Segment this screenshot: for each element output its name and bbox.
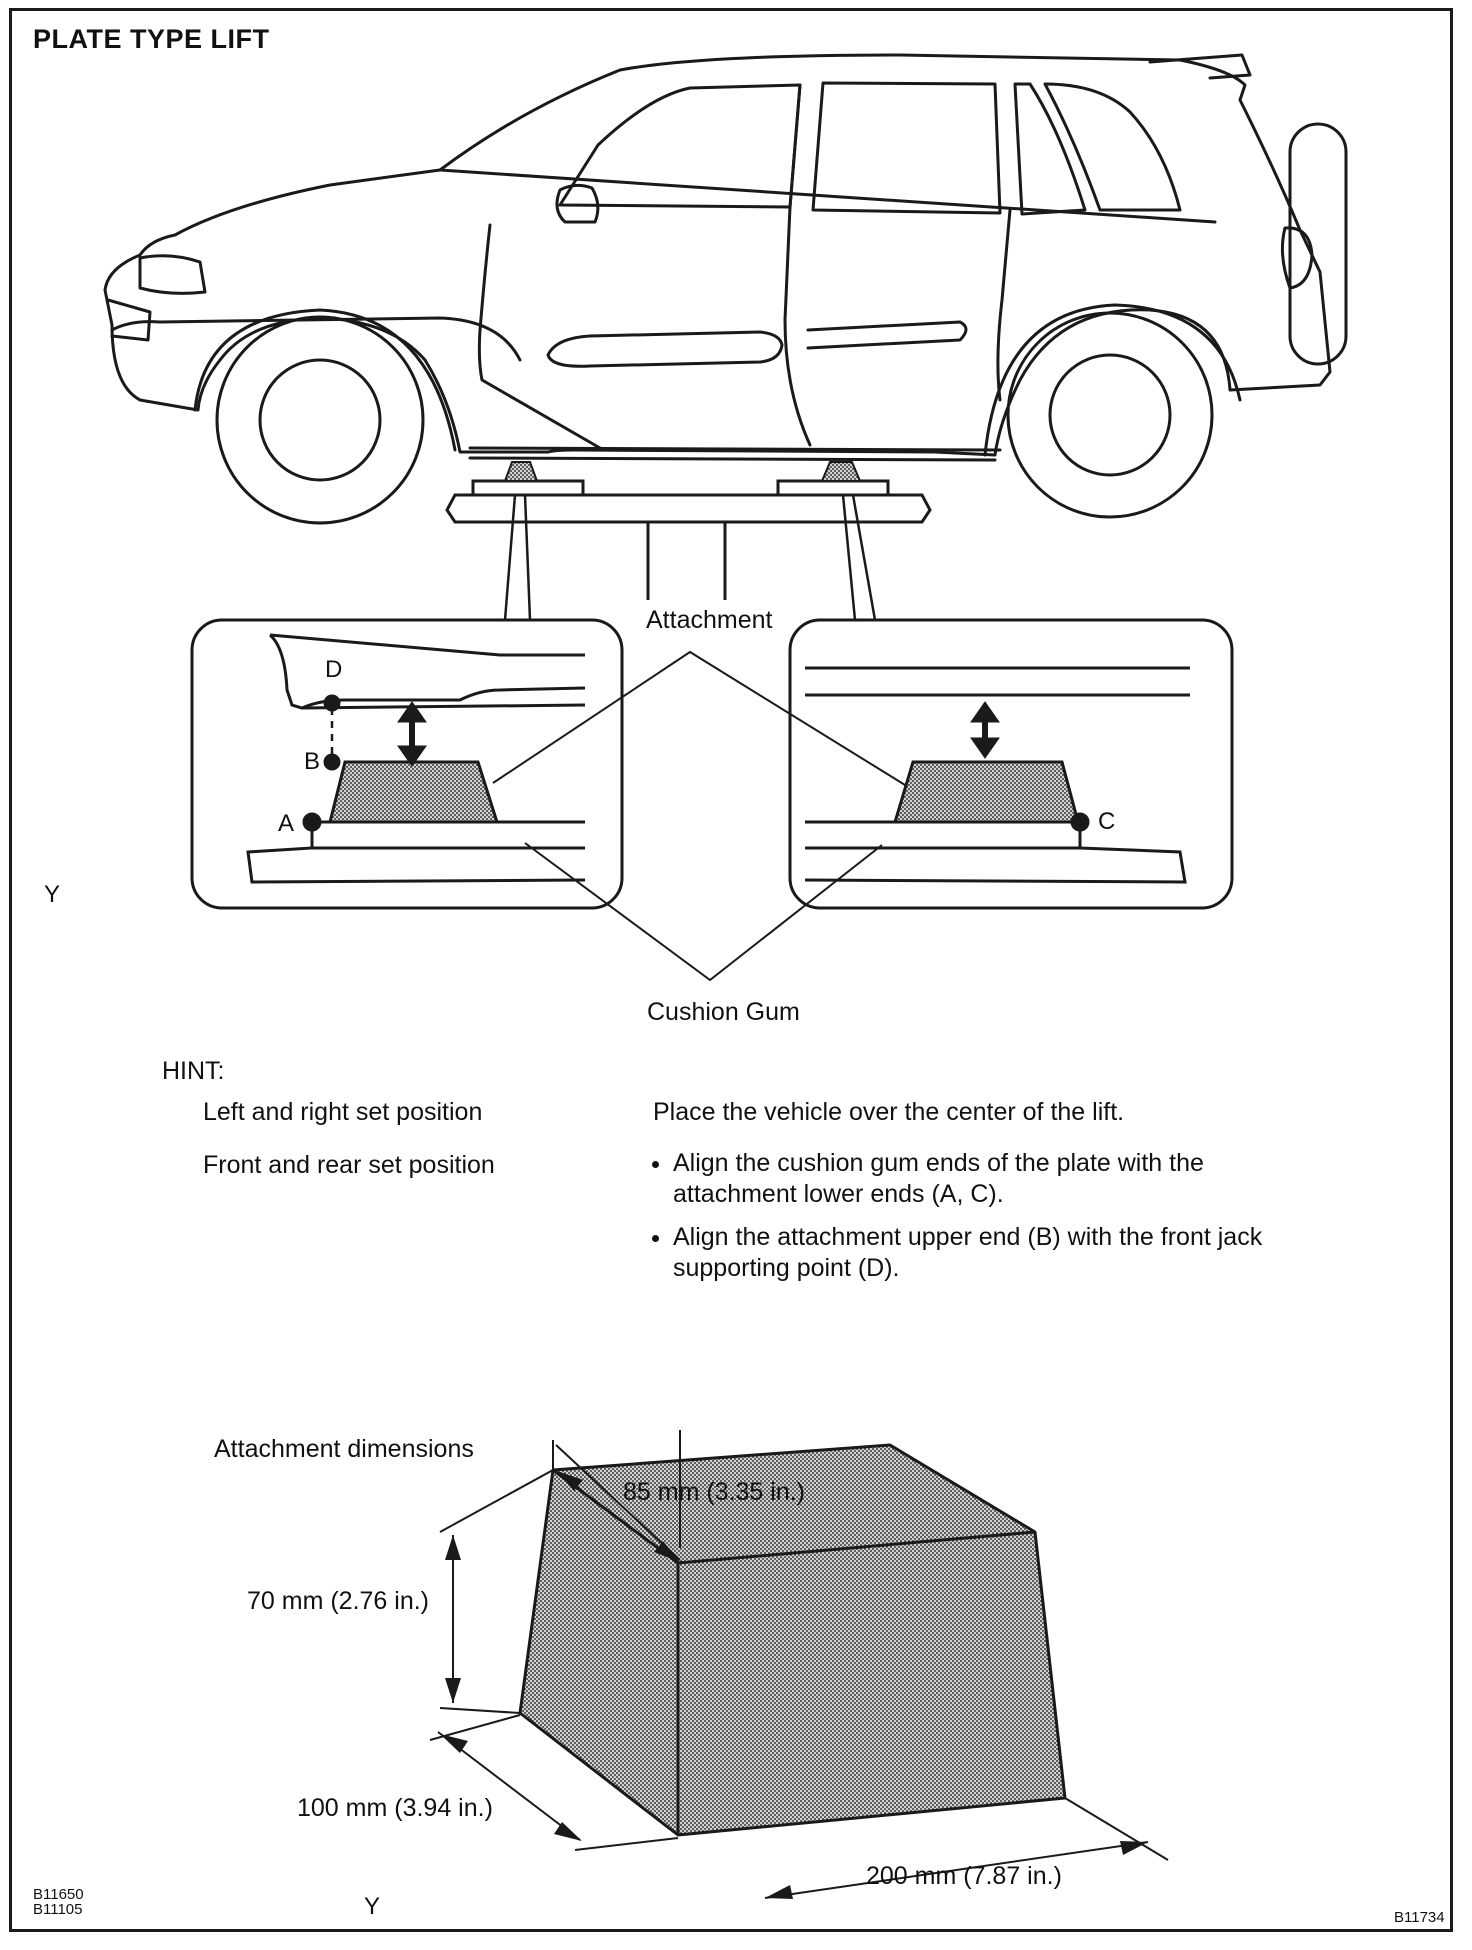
figure-code-2: B11105 (33, 1901, 83, 1918)
point-b-marker (323, 753, 341, 771)
hint-step-item: Align the attachment upper end (B) with … (673, 1222, 1313, 1284)
point-a-marker (302, 812, 322, 832)
point-d-marker (323, 694, 341, 712)
label-leader-lines (492, 650, 906, 982)
y-mark-top: Y (44, 881, 61, 908)
point-c-marker (1070, 812, 1090, 832)
y-mark-bottom: Y (364, 1893, 381, 1920)
attachment-rear (820, 461, 862, 482)
hint-step-list: Align the cushion gum ends of the plate … (643, 1148, 1313, 1296)
spare-wheel (1288, 122, 1348, 366)
cushion-gum-label: Cushion Gum (647, 998, 800, 1026)
vehicle-illustration (103, 53, 1348, 525)
dimension-top-width: 85 mm (3.35 in.) (623, 1478, 806, 1506)
dimension-arrows (440, 1471, 1148, 1899)
hint-row-2-label: Front and rear set position (203, 1151, 495, 1179)
detail-callout-lines (503, 494, 877, 621)
attachment-label: Attachment (646, 606, 773, 634)
dimension-bottom-width: 100 mm (3.94 in.) (297, 1794, 493, 1822)
diagram-frame (9, 8, 1453, 1932)
point-c-label: C (1098, 808, 1116, 835)
hint-row-1-label: Left and right set position (203, 1098, 483, 1126)
detail-box-rear (788, 618, 1234, 910)
point-b-label: B (304, 748, 321, 775)
dimension-height: 70 mm (2.76 in.) (247, 1587, 430, 1615)
figure-code-3: B11734 (1394, 1909, 1445, 1926)
figure-code-1: B11650 (33, 1886, 84, 1903)
hint-heading: HINT: (162, 1057, 225, 1085)
lift-plate (445, 479, 932, 600)
point-d-label: D (325, 656, 343, 683)
detail-box-front (190, 618, 624, 910)
hint-step-item: Align the cushion gum ends of the plate … (673, 1148, 1313, 1210)
attachment-front (503, 461, 539, 482)
point-a-label: A (278, 810, 295, 837)
dimensions-heading: Attachment dimensions (214, 1435, 474, 1463)
page-title: PLATE TYPE LIFT (33, 24, 270, 54)
hint-row-1-text: Place the vehicle over the center of the… (653, 1098, 1125, 1126)
dimension-length: 200 mm (7.87 in.) (866, 1862, 1062, 1890)
